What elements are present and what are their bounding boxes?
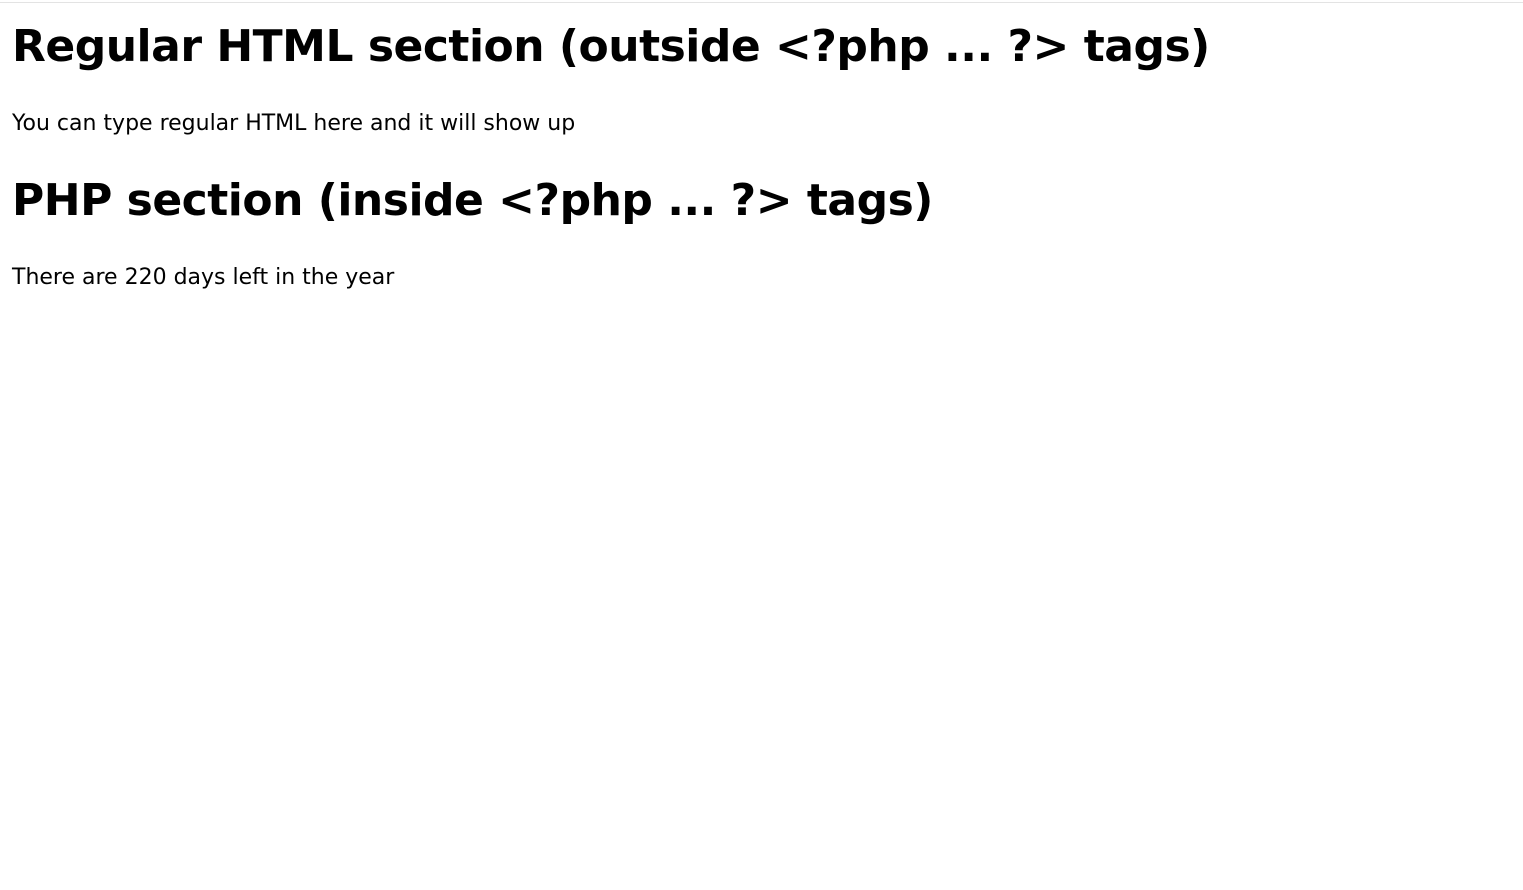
php-section-heading: PHP section (inside <?php ... ?> tags): [12, 175, 933, 226]
regular-section-text: You can type regular HTML here and it wi…: [12, 111, 576, 136]
regular-section-heading: Regular HTML section (outside <?php ... …: [12, 21, 1210, 72]
php-section-text: There are 220 days left in the year: [12, 265, 395, 290]
page-top-border: [0, 2, 1523, 3]
